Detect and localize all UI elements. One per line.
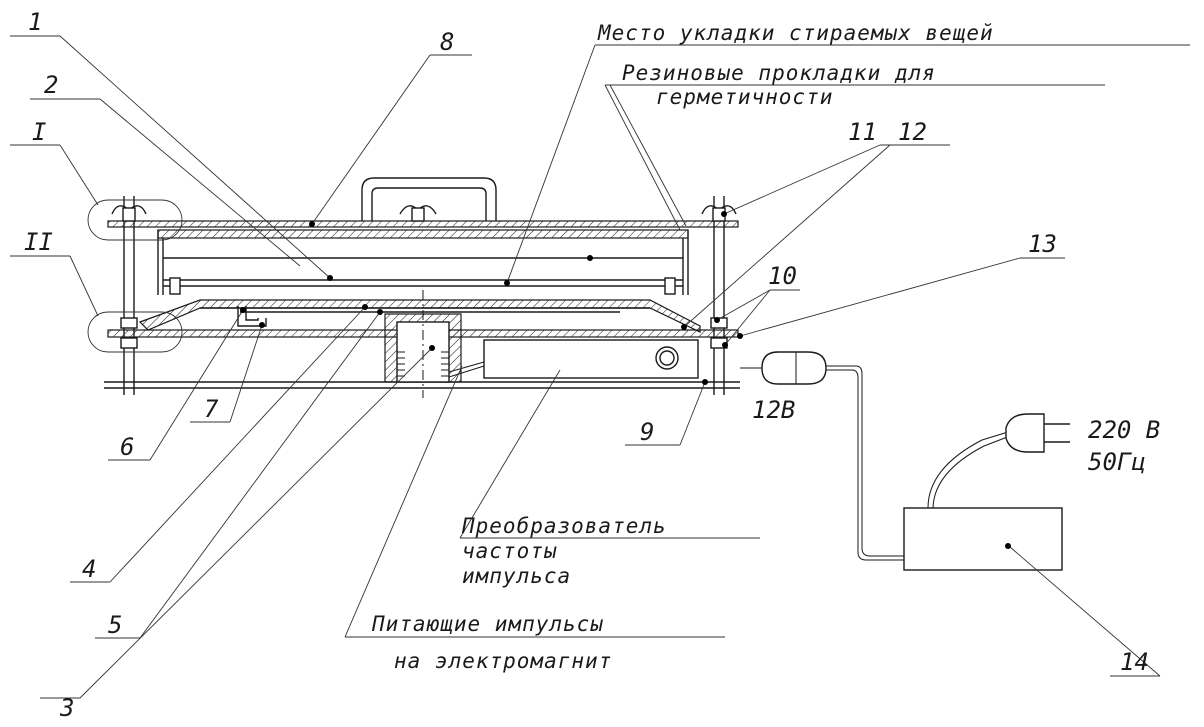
assembly	[87, 177, 1070, 571]
label-9: 9	[640, 418, 654, 446]
center-wing-nut	[399, 205, 437, 222]
dc-cable	[826, 365, 904, 561]
left-wing-nut	[111, 205, 147, 222]
label-4: 4	[82, 555, 96, 583]
label-3: 3	[59, 694, 74, 722]
magnet-wire-2	[448, 365, 485, 378]
basket-walls	[157, 230, 689, 295]
label-11: 11	[848, 118, 877, 146]
caption-pulses-line1: Питающие импульсы	[371, 612, 604, 636]
caption-mains-voltage: 220 В	[1088, 416, 1160, 444]
magnet-wire-1	[448, 361, 485, 373]
caption-12v: 12В	[752, 396, 795, 424]
converter-knob-inner	[659, 350, 675, 366]
caption-converter-line2: частоты	[462, 539, 558, 563]
power-supply-box	[903, 507, 1063, 571]
caption-converter-line3: импульса	[462, 564, 571, 588]
label-2: 2	[44, 71, 58, 99]
detail-II-outline	[87, 311, 183, 353]
left-nut-lower	[120, 337, 138, 349]
tub-inner	[200, 307, 650, 313]
label-12: 12	[898, 118, 927, 146]
caption-laundry: Место укладки стираемых вещей	[597, 21, 994, 45]
mains-plug	[1005, 413, 1045, 453]
label-13: 13	[1028, 230, 1057, 258]
right-wing-nut	[701, 205, 737, 222]
lid-handle	[361, 177, 497, 221]
inner-nut-right	[664, 277, 676, 295]
caption-gaskets-line1: Резиновые прокладки для	[622, 61, 936, 85]
caption-converter-line1: Преобразователь	[461, 514, 667, 538]
electromagnet-coil	[397, 351, 449, 377]
label-8: 8	[440, 28, 454, 56]
label-II: II	[24, 228, 53, 256]
label-5: 5	[108, 611, 122, 639]
detail-I-outline	[87, 199, 183, 241]
caption-mains-frequency: 50Гц	[1088, 448, 1146, 476]
label-1: 1	[28, 8, 42, 36]
label-14: 14	[1120, 648, 1149, 676]
caption-gaskets-line2: герметичности	[656, 85, 833, 109]
lid-plate	[107, 220, 739, 228]
basket-top	[157, 229, 689, 239]
left-nut-upper	[120, 317, 138, 329]
labels: 1 2 8 I II 11 12 13 10 9 7 6 4 5 3 14 Ме…	[24, 8, 1160, 722]
dc-connector	[761, 351, 827, 385]
mains-cable	[927, 431, 1011, 509]
leaders	[10, 35, 1190, 699]
caption-pulses-line2: на электромагнит	[394, 649, 612, 673]
bracket	[237, 306, 267, 327]
label-7: 7	[204, 395, 219, 423]
label-10: 10	[768, 262, 797, 290]
label-6: 6	[120, 433, 134, 461]
label-I: I	[32, 118, 46, 146]
inner-nut-left	[169, 277, 181, 295]
